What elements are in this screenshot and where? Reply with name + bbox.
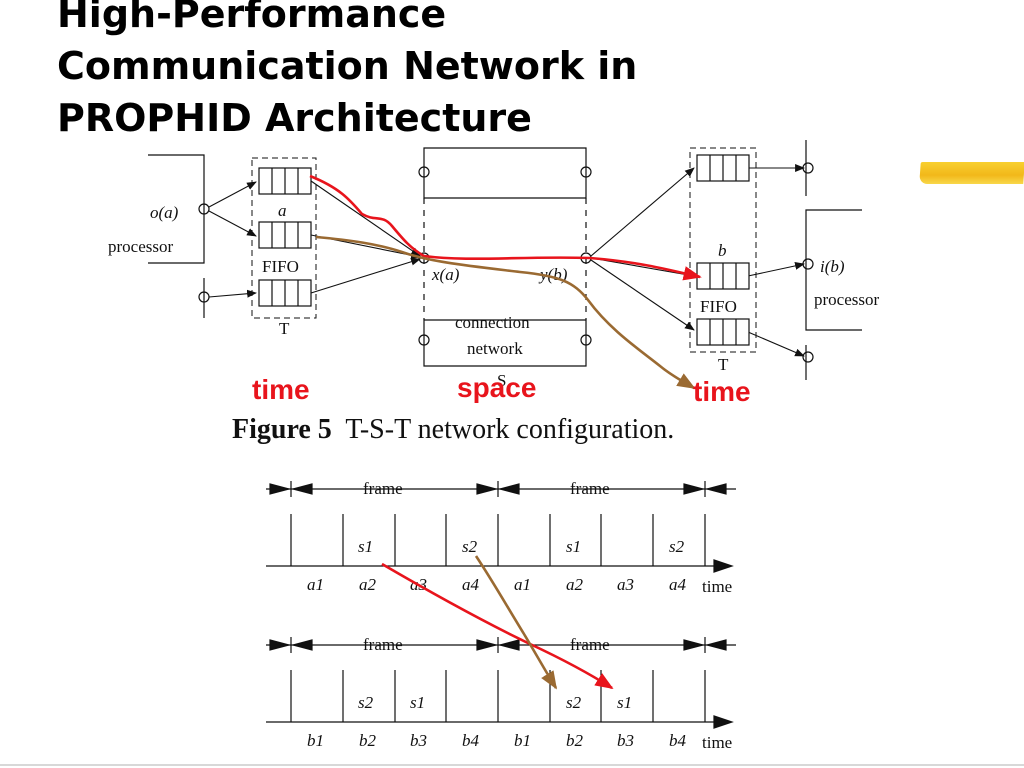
time-label-top: time — [702, 577, 732, 596]
label-processor-left: processor — [108, 237, 173, 256]
right-fifo-2 — [696, 262, 750, 290]
top-slot-1: s1 — [358, 537, 373, 556]
left-fifo-3 — [258, 279, 312, 307]
caption-text: T-S-T network configuration. — [345, 414, 675, 445]
slide-title: High-Performance Communication Network i… — [57, 0, 817, 144]
top-slot-2: s2 — [462, 537, 478, 556]
label-fifo-right-tag: b — [718, 241, 727, 260]
annotation-space: space — [457, 372, 537, 403]
top-tick-2: a2 — [359, 575, 377, 594]
bottom-tick-6: b2 — [566, 731, 584, 750]
frame-label-bottom-2: frame — [570, 635, 610, 654]
bottom-tick-4: b4 — [462, 731, 480, 750]
left-fifo-2 — [258, 221, 312, 249]
brown-path-annotation — [315, 235, 696, 390]
top-tick-8: a4 — [669, 575, 687, 594]
label-fifo-left-tag: a — [278, 201, 287, 220]
right-fifo-1 — [696, 154, 750, 182]
label-t-right: T — [718, 355, 729, 374]
right-fifo-3 — [696, 318, 750, 346]
top-slot-4: s2 — [669, 537, 685, 556]
bottom-tick-5: b1 — [514, 731, 531, 750]
time-label-bottom: time — [702, 733, 732, 752]
bottom-slot-4: s1 — [617, 693, 632, 712]
left-input-arrows — [208, 180, 421, 298]
label-network: network — [467, 339, 523, 358]
bottom-slot-1: s2 — [358, 693, 374, 712]
right-input-arrows — [590, 164, 805, 357]
label-processor-right: processor — [814, 290, 879, 309]
bottom-tick-3: b3 — [410, 731, 427, 750]
annotation-time-right: time — [693, 376, 751, 407]
top-tick-5: a1 — [514, 575, 531, 594]
brown-timing-annotation — [474, 555, 558, 690]
caption-label: Figure 5 — [232, 414, 332, 445]
bottom-slot-2: s1 — [410, 693, 425, 712]
frame-label-top-1: frame — [363, 479, 403, 498]
figure-caption: Figure 5 T-S-T network configuration. — [232, 414, 674, 446]
top-tick-6: a2 — [566, 575, 584, 594]
title-line-1: High-Performance — [57, 0, 447, 36]
top-tick-7: a3 — [617, 575, 634, 594]
bottom-slot-3: s2 — [566, 693, 582, 712]
title-line-2: Communication Network in — [57, 44, 638, 88]
timing-top — [266, 481, 736, 573]
label-fifo-left: FIFO — [262, 257, 299, 276]
annotation-time-left: time — [252, 374, 310, 405]
label-o-a: o(a) — [150, 203, 179, 222]
label-x-a: x(a) — [431, 265, 460, 284]
red-timing-annotation — [381, 562, 614, 690]
title-line-3: PROPHID Architecture — [57, 96, 532, 140]
top-tick-1: a1 — [307, 575, 324, 594]
frame-label-bottom-1: frame — [363, 635, 403, 654]
bottom-tick-2: b2 — [359, 731, 377, 750]
bottom-tick-1: b1 — [307, 731, 324, 750]
label-i-b: i(b) — [820, 257, 845, 276]
timing-bottom — [266, 637, 736, 729]
label-t-left: T — [279, 319, 290, 338]
top-tick-4: a4 — [462, 575, 480, 594]
frame-label-top-2: frame — [570, 479, 610, 498]
bottom-tick-8: b4 — [669, 731, 687, 750]
label-connection: connection — [455, 313, 530, 332]
right-processor — [802, 140, 862, 380]
right-t-stage — [689, 147, 757, 353]
top-slot-3: s1 — [566, 537, 581, 556]
label-s: S — [497, 371, 506, 390]
bottom-tick-7: b3 — [617, 731, 634, 750]
left-fifo-1 — [258, 167, 312, 195]
red-path-annotation — [309, 174, 702, 281]
label-fifo-right: FIFO — [700, 297, 737, 316]
